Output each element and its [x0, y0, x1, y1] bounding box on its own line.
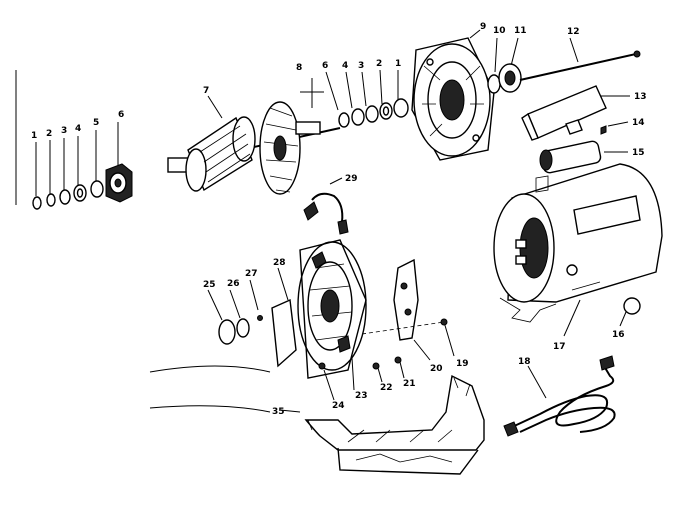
callout-22: 22 [380, 383, 393, 393]
centrifugal-switch [393, 258, 431, 361]
callout-26: 26 [227, 279, 240, 289]
callout-23: 23 [355, 391, 368, 401]
callout-16: 16 [612, 330, 625, 340]
callout-24: 24 [332, 401, 345, 411]
callout-17: 17 [553, 342, 566, 352]
end-bell-front [411, 29, 495, 161]
callout-2b: 2 [376, 59, 382, 69]
callout-19: 19 [456, 359, 469, 369]
callout-2a: 2 [46, 129, 52, 139]
callout-27: 27 [245, 269, 258, 279]
callout-21: 21 [403, 379, 416, 389]
power-cord [503, 355, 616, 437]
rear-washers [207, 279, 263, 345]
thrust-washers [487, 37, 522, 94]
callout-1a: 1 [31, 131, 37, 141]
capacitor-cover [521, 85, 630, 141]
callout-4a: 4 [75, 124, 81, 134]
callout-20: 20 [430, 364, 443, 374]
callout-4b: 4 [342, 61, 348, 71]
callout-1b: 1 [395, 59, 401, 69]
hole-plug [619, 297, 641, 327]
callout-29: 29 [345, 174, 358, 184]
callout-9: 9 [480, 22, 486, 32]
cover-screw [600, 121, 629, 135]
callout-11: 11 [514, 26, 527, 36]
callout-14: 14 [632, 118, 645, 128]
callout-12: 12 [567, 27, 580, 37]
callout-10: 10 [493, 26, 506, 36]
callout-18: 18 [518, 357, 531, 367]
bearing-washer-stack-left [32, 122, 133, 210]
through-bolt [519, 37, 641, 81]
callout-3b: 3 [358, 61, 364, 71]
callout-15: 15 [632, 148, 645, 158]
callout-5a: 5 [93, 118, 99, 128]
mounting-screws [318, 318, 455, 401]
callout-8: 8 [296, 63, 302, 73]
switch-leads [303, 177, 349, 235]
callout-35: 35 [272, 407, 285, 417]
rotor-assembly [167, 95, 341, 195]
mounting-base [149, 365, 485, 475]
callout-25: 25 [203, 280, 216, 290]
callout-28: 28 [273, 258, 286, 268]
callout-6a: 6 [118, 110, 124, 120]
callout-6b: 6 [322, 61, 328, 71]
callout-labels: 1 2 3 4 5 6 7 8 6 4 3 2 1 9 10 11 12 13 … [31, 22, 647, 417]
gasket [271, 267, 297, 368]
capacitor [539, 140, 628, 174]
callout-3a: 3 [61, 126, 67, 136]
bearing-washer-stack-right [300, 69, 409, 128]
leader-17 [563, 299, 581, 337]
callout-13: 13 [634, 92, 647, 102]
stator-frame-housing [493, 163, 663, 323]
callout-7: 7 [203, 86, 209, 96]
end-bell-rear [297, 239, 367, 379]
